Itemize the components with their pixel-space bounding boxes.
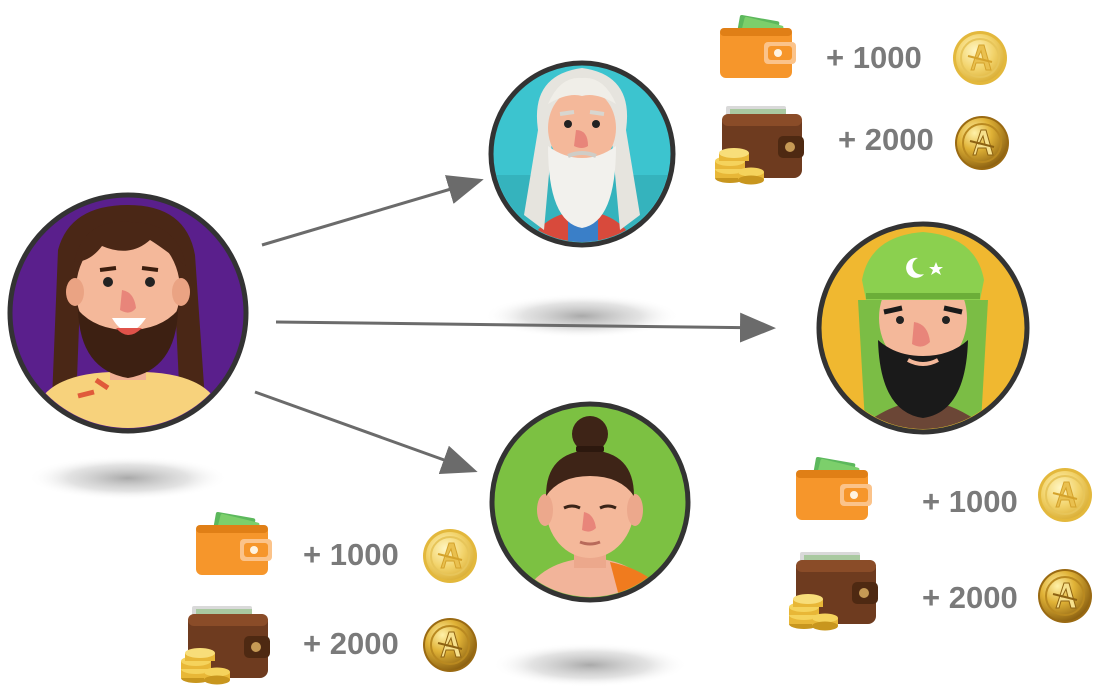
reward-amount-top-wallet: + 1000 <box>826 40 922 75</box>
wallet-icon <box>196 511 272 575</box>
arrow-to-top-icon <box>261 175 484 247</box>
coin-icon <box>422 617 478 673</box>
wallet-icon <box>720 14 796 78</box>
wallet-icon <box>796 456 872 520</box>
arrow-to-bottom-icon <box>254 390 478 474</box>
reward-amount-bottom-wallet: + 1000 <box>303 537 399 572</box>
reward-amount-right-purse: + 2000 <box>922 580 1018 615</box>
coin-icon <box>952 30 1008 86</box>
coin-icon <box>422 528 478 584</box>
avatar-shadow-top <box>484 294 680 338</box>
purse-icon <box>789 552 878 631</box>
avatar-shadow-source <box>28 456 228 500</box>
avatar-source <box>7 192 249 434</box>
purse-icon <box>181 606 270 685</box>
avatar-right <box>816 221 1030 435</box>
arrow-to-right-icon <box>275 312 776 343</box>
coin-icon <box>1037 467 1093 523</box>
avatar-top <box>488 60 676 248</box>
reward-amount-top-purse: + 2000 <box>838 122 934 157</box>
reward-amount-bottom-purse: + 2000 <box>303 626 399 661</box>
coin-icon <box>1037 568 1093 624</box>
avatar-shadow-bottom <box>492 643 688 687</box>
purse-icon <box>715 106 804 185</box>
coin-icon <box>954 115 1010 171</box>
reward-amount-right-wallet: + 1000 <box>922 484 1018 519</box>
avatar-bottom <box>489 401 691 603</box>
